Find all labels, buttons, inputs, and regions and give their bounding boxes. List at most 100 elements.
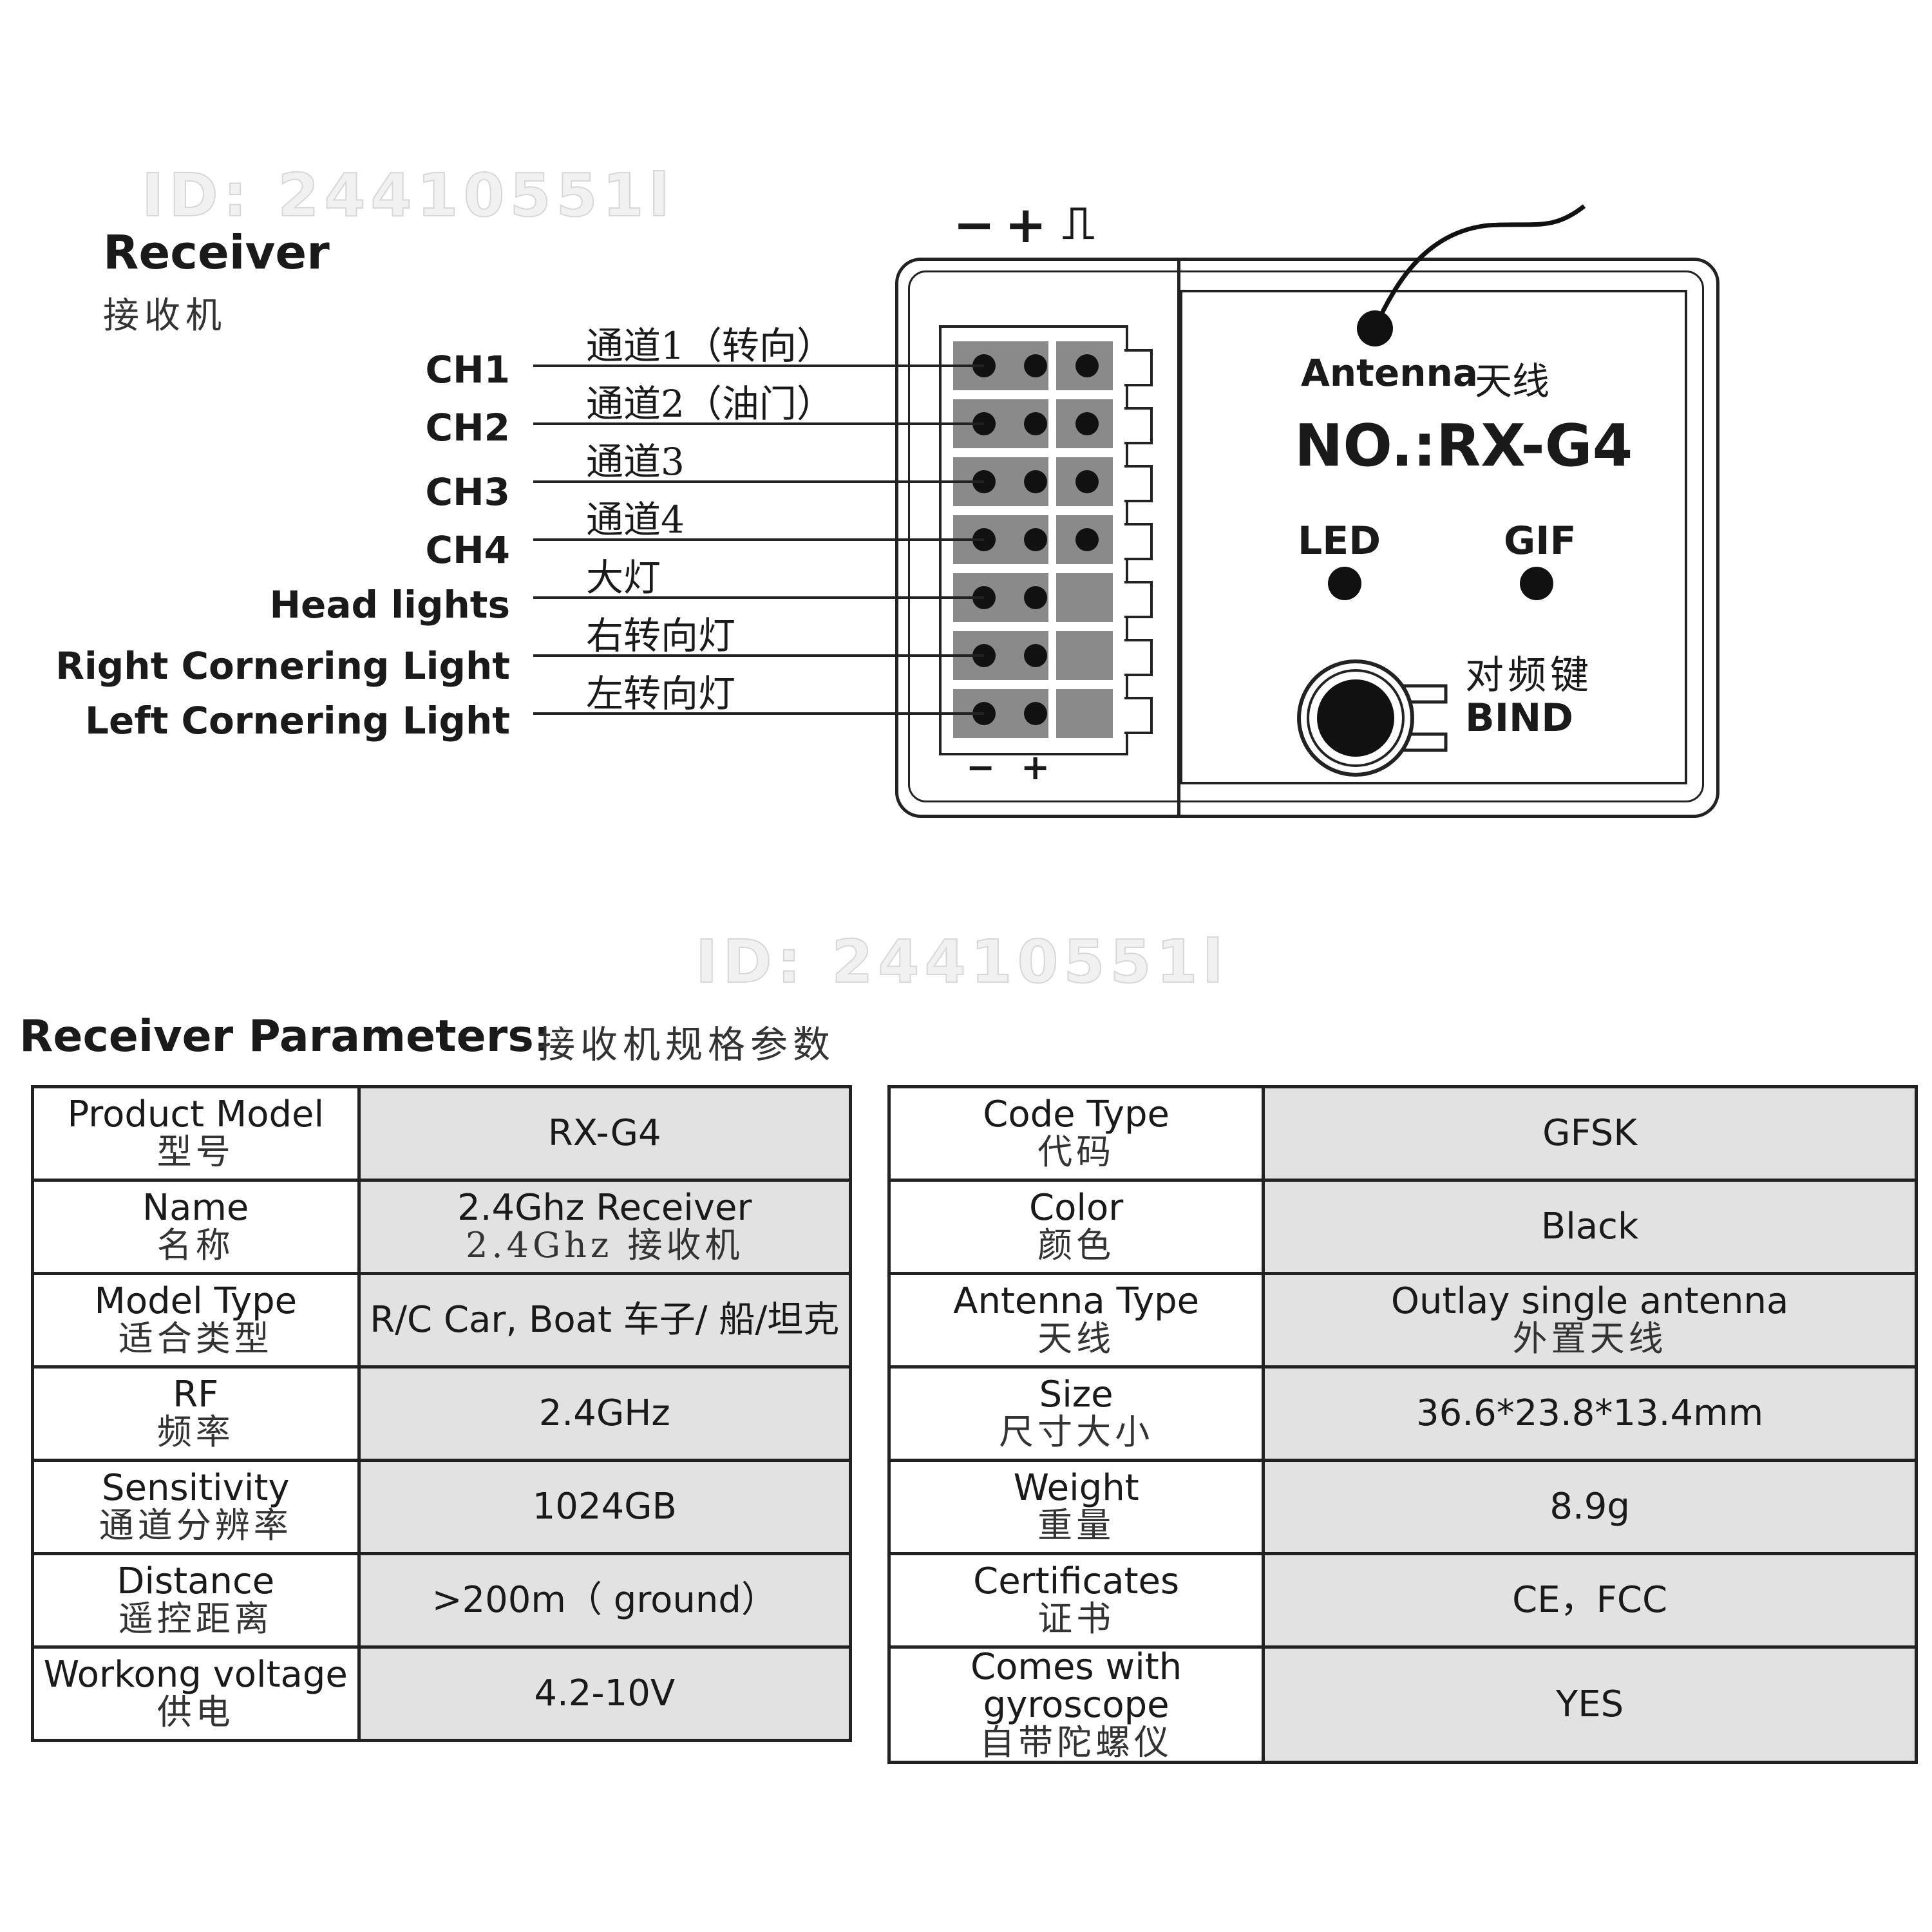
leader-line (533, 654, 984, 657)
pin (1024, 354, 1047, 377)
channel-label-cn: 右转向灯 (586, 614, 736, 658)
receiver-inner-panel (908, 270, 1704, 802)
receiver-label-panel (1180, 290, 1687, 784)
channel-label-cn: 通道1（转向） (586, 324, 834, 368)
parameter-key-cn: 尺寸大小 (999, 1412, 1154, 1453)
parameter-value-en: Outlay single antenna (1390, 1280, 1789, 1323)
pin-block (1056, 631, 1113, 680)
parameter-value-en: >200m（ ground） (431, 1578, 777, 1621)
leader-line (533, 538, 984, 541)
parameter-value: 2.4GHz (357, 1365, 853, 1462)
connector-notch (1124, 697, 1153, 734)
leader-line (533, 480, 984, 483)
pin (1024, 470, 1047, 493)
parameter-value: 4.2-10V (357, 1645, 853, 1742)
bind-label-cn: 对频键 (1465, 653, 1593, 698)
polarity-plus-bottom: + (1021, 747, 1050, 788)
parameter-key-en: Antenna Type (953, 1280, 1200, 1323)
parameter-key-cn: 重量 (1037, 1505, 1115, 1546)
parameter-value-en: Black (1540, 1205, 1639, 1247)
parameter-key-cn: 遥控距离 (118, 1598, 273, 1640)
led-label: LED (1298, 518, 1381, 564)
leader-line (533, 712, 984, 715)
parameter-key-en: Weight (1013, 1467, 1139, 1510)
parameter-key-cn: 证书 (1037, 1598, 1115, 1640)
pin (1075, 354, 1099, 377)
leader-line (533, 596, 984, 599)
bind-button[interactable] (1291, 650, 1452, 792)
connector-notch (1124, 523, 1153, 560)
connector-notch (1124, 581, 1153, 618)
parameter-key-en: Distance (117, 1560, 275, 1603)
parameter-key-en: Model Type (94, 1280, 298, 1323)
parameter-value-en: 36.6*23.8*13.4mm (1416, 1392, 1764, 1434)
connector-notch (1124, 465, 1153, 502)
parameters-title-cn: 接收机规格参数 (538, 1023, 836, 1066)
parameter-value-en: GFSK (1542, 1112, 1638, 1154)
channel-label-cn: 大灯 (586, 556, 661, 600)
parameter-key-cn: 型号 (156, 1132, 234, 1173)
parameter-key-en: RF (173, 1374, 219, 1416)
channel-label: CH3 (425, 470, 510, 514)
parameter-value-cn: 2.4Ghz 接收机 (466, 1225, 744, 1266)
antenna-label: Antenna (1301, 351, 1478, 395)
pin-block (1056, 573, 1113, 622)
watermark-middle: ID: 24410551l (695, 927, 1229, 997)
channel-label-cn: 通道2（油门） (586, 382, 834, 426)
parameter-key-cn: 自带陀螺仪 (980, 1721, 1173, 1763)
pin (1024, 702, 1047, 725)
parameter-key-en: Sensitivity (102, 1467, 290, 1510)
connector-notch (1124, 639, 1153, 676)
parameter-value-en: RX-G4 (547, 1112, 661, 1154)
leader-line (533, 422, 984, 425)
parameter-value-en: R/C Car, Boat 车子/ 船/坦克 (370, 1298, 840, 1341)
channel-label: CH4 (425, 528, 510, 572)
parameter-value: 36.6*23.8*13.4mm (1262, 1365, 1918, 1462)
receiver-title-cn: 接收机 (103, 295, 227, 337)
connector-row (953, 457, 1114, 506)
pin-block (1056, 689, 1113, 738)
gif-indicator (1520, 567, 1553, 600)
channel-label: CH2 (425, 406, 510, 450)
channel-label-cn: 通道3 (586, 440, 685, 484)
receiver-title: Receiver (103, 225, 330, 279)
channel-label: Right Cornering Light (55, 644, 510, 688)
parameter-key-en: Comes with gyroscope (971, 1646, 1182, 1726)
polarity-minus-bottom: − (966, 747, 996, 788)
parameter-key-cn: 名称 (156, 1225, 234, 1266)
parameter-value: RX-G4 (357, 1085, 853, 1182)
parameter-value: Black (1262, 1179, 1918, 1275)
channel-label: Head lights (269, 583, 510, 627)
watermark-top: ID: 24410551l (141, 160, 675, 231)
connector-row (953, 689, 1114, 738)
receiver-divider (1177, 258, 1180, 817)
connector-row (953, 341, 1114, 390)
parameter-key-cn: 供电 (156, 1692, 234, 1733)
leader-line (533, 365, 984, 367)
parameter-key-cn: 频率 (156, 1412, 234, 1453)
pin (1075, 528, 1099, 551)
antenna-label-cn: 天线 (1475, 359, 1550, 403)
parameter-key-en: Size (1039, 1374, 1113, 1416)
parameter-key-en: Certificates (973, 1560, 1180, 1603)
parameter-key-cn: 适合类型 (118, 1318, 273, 1359)
parameter-key-en: Workong voltage (43, 1654, 348, 1696)
connector-notch (1124, 349, 1153, 386)
